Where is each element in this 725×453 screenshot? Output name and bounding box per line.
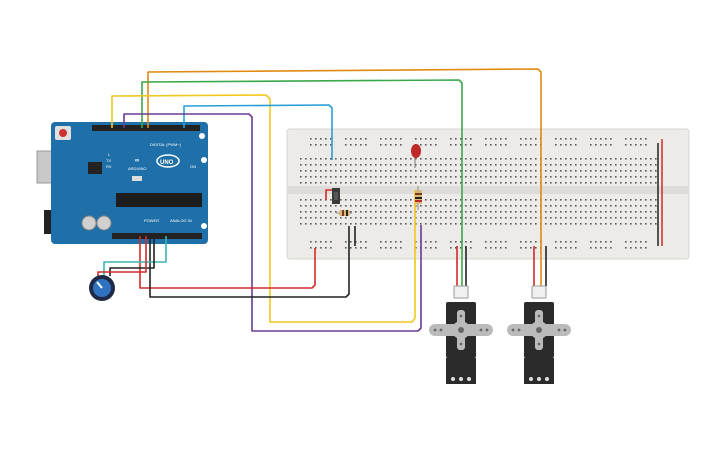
servo-motor: SM-S2309S — [507, 285, 571, 380]
uno-label: UNO — [160, 160, 174, 166]
brand-label: ARDUINO — [128, 166, 146, 171]
digital-header — [92, 125, 200, 131]
wire-purple — [123, 113, 422, 332]
pushbutton — [332, 188, 340, 204]
uno-logo — [156, 154, 180, 168]
digital-label: DIGITAL (PWM~) — [150, 142, 182, 147]
servo-motor: SM-S2309S — [429, 285, 493, 380]
wire-red-5v — [139, 236, 316, 289]
wires — [97, 68, 547, 332]
wire-teal-pot — [103, 236, 167, 276]
analog-label: ANALOG IN — [170, 218, 192, 223]
wire-yellow — [111, 94, 416, 323]
arduino-uno-board: UNO ∞ ARDUINO DIGITAL (PWM~) POWER ANALO… — [36, 122, 208, 244]
analog-power-header — [112, 233, 202, 239]
rx-label: RX — [106, 164, 112, 169]
resistor — [415, 186, 422, 210]
potentiometer — [89, 275, 115, 301]
atmega-chip — [116, 193, 202, 207]
usb-chip — [88, 162, 102, 174]
logo-infinity: ∞ — [135, 158, 139, 164]
capacitor — [81, 215, 97, 231]
on-label: ON — [190, 164, 196, 169]
breadboard-holes — [300, 138, 657, 249]
breadboard — [286, 128, 690, 260]
wire-red-button — [325, 189, 332, 200]
capacitor — [96, 215, 112, 231]
wire-green — [141, 79, 463, 286]
red-led — [411, 144, 421, 168]
power-label: POWER — [144, 218, 159, 223]
wire-orange — [147, 68, 542, 286]
l-label: L — [108, 152, 111, 157]
tx-label: TX — [106, 158, 111, 163]
resistor — [336, 210, 352, 216]
wire-black-gnd — [149, 226, 350, 298]
arduino-pcb — [51, 122, 208, 244]
